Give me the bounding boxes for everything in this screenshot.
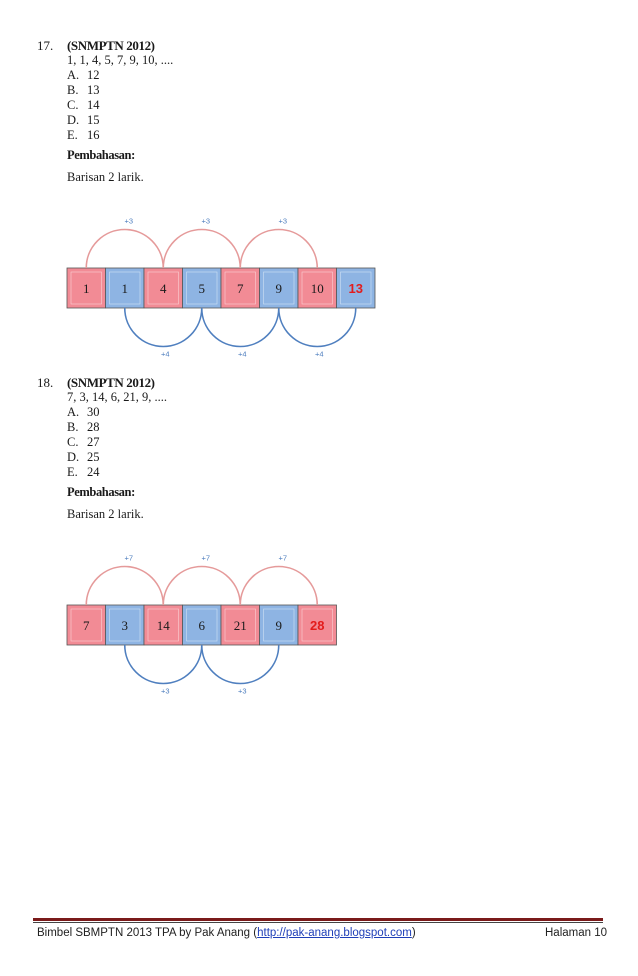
- cell-value: 9: [276, 618, 283, 633]
- top-arc-label: +7: [278, 554, 287, 563]
- option-a: A.30: [67, 405, 100, 419]
- bottom-arc-label: +4: [161, 350, 170, 359]
- answer-cell-value: 13: [349, 281, 363, 296]
- cell-inner-border: [186, 608, 218, 642]
- sequence-cell: [143, 604, 183, 646]
- top-arc: [239, 228, 319, 269]
- bottom-arc: [123, 307, 203, 348]
- sequence-cell: [297, 267, 337, 309]
- explanation-text: Barisan 2 larik.: [67, 507, 144, 521]
- top-arc-label: +3: [124, 217, 133, 226]
- option-c: C.14: [67, 98, 100, 112]
- cell-value: 14: [157, 618, 171, 633]
- cell-inner-border: [70, 271, 102, 305]
- discussion-label: Pembahasan:: [67, 148, 135, 162]
- top-arc-label: +7: [201, 554, 210, 563]
- option-b: B.13: [67, 83, 100, 97]
- top-arc: [85, 565, 165, 606]
- cell-inner-border: [340, 271, 372, 305]
- problem-sequence: 7, 3, 14, 6, 21, 9, ....: [67, 390, 167, 404]
- option-c: C.27: [67, 435, 100, 449]
- option-e: E.16: [67, 128, 100, 142]
- footer-left: Bimbel SBMPTN 2013 TPA by Pak Anang (htt…: [37, 927, 416, 939]
- option-e: E.24: [67, 465, 100, 479]
- cell-value: 10: [311, 281, 324, 296]
- cell-inner-border: [224, 608, 256, 642]
- cell-value: 21: [234, 618, 247, 633]
- cell-inner-border: [109, 608, 141, 642]
- cell-value: 3: [122, 618, 129, 633]
- cell-inner-border: [263, 608, 295, 642]
- bottom-arc-label: +3: [238, 687, 247, 696]
- explanation-text: Barisan 2 larik.: [67, 170, 144, 184]
- cell-inner-border: [109, 271, 141, 305]
- cell-value: 7: [237, 281, 244, 296]
- bottom-arc-label: +4: [315, 350, 324, 359]
- page-number: Halaman 10: [545, 927, 608, 939]
- option-a: A.12: [67, 68, 100, 82]
- options-list: A.12 B.13 C.14 D.15 E.16: [67, 68, 100, 143]
- options-list: A.30 B.28 C.27 D.25 E.24: [67, 405, 100, 480]
- problem-number: 18.: [37, 375, 54, 390]
- cell-value: 1: [122, 281, 129, 296]
- cell-value: 4: [160, 281, 167, 296]
- cell-value: 6: [199, 618, 206, 633]
- option-d: D.25: [67, 450, 100, 464]
- sequence-cell: [336, 267, 376, 309]
- bottom-arc-label: +4: [238, 350, 247, 359]
- sequence-cell: [259, 267, 299, 309]
- sequence-cell: [297, 604, 337, 646]
- cell-inner-border: [147, 271, 179, 305]
- problem-heading: (SNMPTN 2012): [67, 38, 155, 53]
- sequence-cell: [220, 604, 260, 646]
- top-arc: [85, 228, 165, 269]
- footer-link[interactable]: http://pak-anang.blogspot.com: [257, 927, 412, 939]
- cell-inner-border: [224, 271, 256, 305]
- sequence-diagram: 1 1 4 5 7 9 10 13 +3 +3 +3 +4 +4 +4: [66, 217, 376, 359]
- cell-inner-border: [186, 271, 218, 305]
- bottom-arc: [200, 307, 280, 348]
- cell-value: 7: [83, 618, 90, 633]
- footer-rule: [33, 918, 603, 923]
- cell-inner-border: [70, 608, 102, 642]
- sequence-diagram: 7 3 14 6 21 9 28 +7 +7 +7 +3 +3: [66, 554, 337, 696]
- top-arc: [162, 228, 242, 269]
- problem-heading: (SNMPTN 2012): [67, 375, 155, 390]
- bottom-arc: [200, 644, 280, 685]
- cell-value: 5: [199, 281, 206, 296]
- top-arc-label: +3: [278, 217, 287, 226]
- bottom-arc: [277, 307, 357, 348]
- cell-inner-border: [301, 608, 333, 642]
- cell-inner-border: [301, 271, 333, 305]
- discussion-label: Pembahasan:: [67, 485, 135, 499]
- cell-value: 9: [276, 281, 283, 296]
- top-arc: [162, 565, 242, 606]
- bottom-arc: [123, 644, 203, 685]
- bottom-arc-label: +3: [161, 687, 170, 696]
- cell-inner-border: [263, 271, 295, 305]
- top-arc-label: +7: [124, 554, 133, 563]
- top-arc-label: +3: [201, 217, 210, 226]
- cell-value: 1: [83, 281, 90, 296]
- answer-cell-value: 28: [310, 618, 324, 633]
- problem-number: 17.: [37, 38, 54, 53]
- top-arc: [239, 565, 319, 606]
- sequence-cell: [182, 267, 222, 309]
- cell-inner-border: [147, 608, 179, 642]
- problem-sequence: 1, 1, 4, 5, 7, 9, 10, ....: [67, 53, 174, 67]
- option-d: D.15: [67, 113, 100, 127]
- sequence-cell: [220, 267, 260, 309]
- option-b: B.28: [67, 420, 100, 434]
